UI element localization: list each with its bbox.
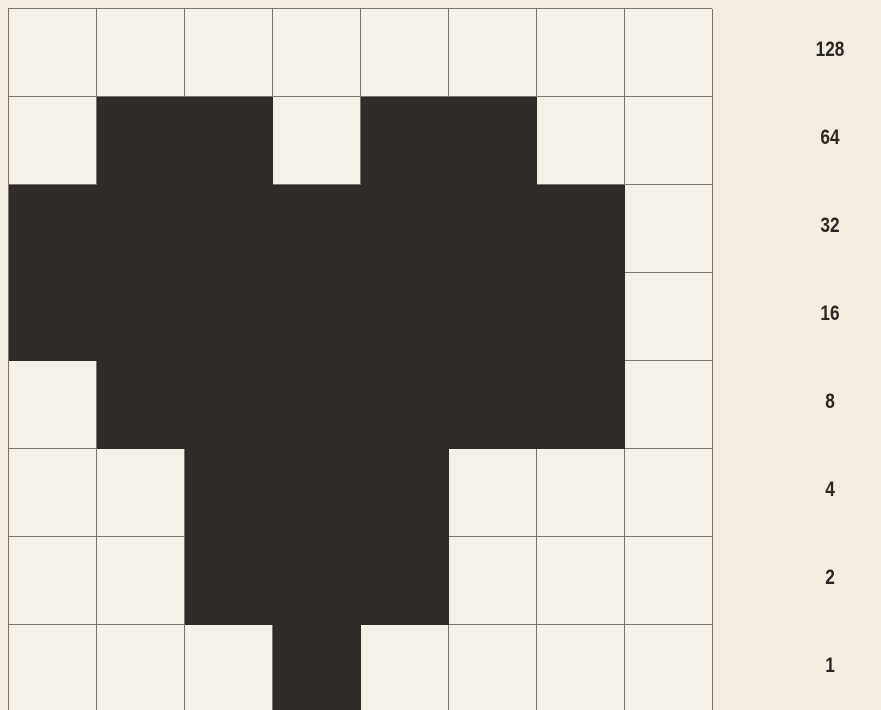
bit-value-labels: 128 64 32 16 8 4 2 1 (800, 8, 881, 710)
filled-cell (185, 449, 273, 537)
filled-cell (537, 361, 625, 449)
filled-cell (273, 361, 361, 449)
bit-value-label: 64 (805, 126, 854, 150)
empty-cell (361, 625, 449, 710)
filled-cell (361, 97, 449, 185)
filled-cell (97, 185, 185, 273)
empty-cell (625, 9, 713, 97)
filled-cell (449, 97, 537, 185)
filled-cell (273, 537, 361, 625)
bit-value-label: 8 (805, 390, 854, 414)
filled-cell (97, 97, 185, 185)
bit-value-label: 1 (805, 654, 854, 678)
filled-cell (361, 185, 449, 273)
bit-value-label: 32 (805, 214, 854, 238)
empty-cell (185, 625, 273, 710)
empty-cell (273, 97, 361, 185)
empty-cell (9, 361, 97, 449)
empty-cell (449, 625, 537, 710)
filled-cell (185, 273, 273, 361)
empty-cell (625, 97, 713, 185)
filled-cell (361, 449, 449, 537)
filled-cell (273, 273, 361, 361)
empty-cell (537, 625, 625, 710)
filled-cell (449, 361, 537, 449)
empty-cell (9, 9, 97, 97)
filled-cell (273, 625, 361, 710)
empty-cell (449, 537, 537, 625)
bit-value-label: 2 (805, 566, 854, 590)
empty-cell (537, 97, 625, 185)
empty-cell (625, 185, 713, 273)
filled-cell (537, 273, 625, 361)
empty-cell (449, 449, 537, 537)
filled-cell (9, 273, 97, 361)
filled-cell (185, 97, 273, 185)
bit-value-label: 4 (805, 478, 854, 502)
empty-cell (9, 625, 97, 710)
empty-cell (9, 537, 97, 625)
filled-cell (185, 185, 273, 273)
empty-cell (537, 449, 625, 537)
empty-cell (185, 9, 273, 97)
empty-cell (273, 9, 361, 97)
filled-cell (185, 537, 273, 625)
empty-cell (361, 9, 449, 97)
empty-cell (537, 537, 625, 625)
filled-cell (449, 273, 537, 361)
filled-cell (97, 273, 185, 361)
empty-cell (625, 449, 713, 537)
empty-cell (97, 625, 185, 710)
empty-cell (449, 9, 537, 97)
filled-cell (449, 185, 537, 273)
filled-cell (97, 361, 185, 449)
empty-cell (625, 537, 713, 625)
filled-cell (361, 361, 449, 449)
empty-cell (97, 537, 185, 625)
filled-cell (273, 449, 361, 537)
empty-cell (625, 361, 713, 449)
empty-cell (9, 449, 97, 537)
bit-value-label: 16 (805, 302, 854, 326)
filled-cell (273, 185, 361, 273)
empty-cell (9, 97, 97, 185)
empty-cell (97, 449, 185, 537)
empty-cell (625, 625, 713, 710)
empty-cell (537, 9, 625, 97)
bit-value-label: 128 (805, 38, 854, 62)
filled-cell (361, 273, 449, 361)
filled-cell (537, 185, 625, 273)
filled-cell (9, 185, 97, 273)
empty-cell (97, 9, 185, 97)
filled-cell (185, 361, 273, 449)
filled-cell (361, 537, 449, 625)
empty-cell (625, 273, 713, 361)
pixel-grid (8, 8, 712, 710)
